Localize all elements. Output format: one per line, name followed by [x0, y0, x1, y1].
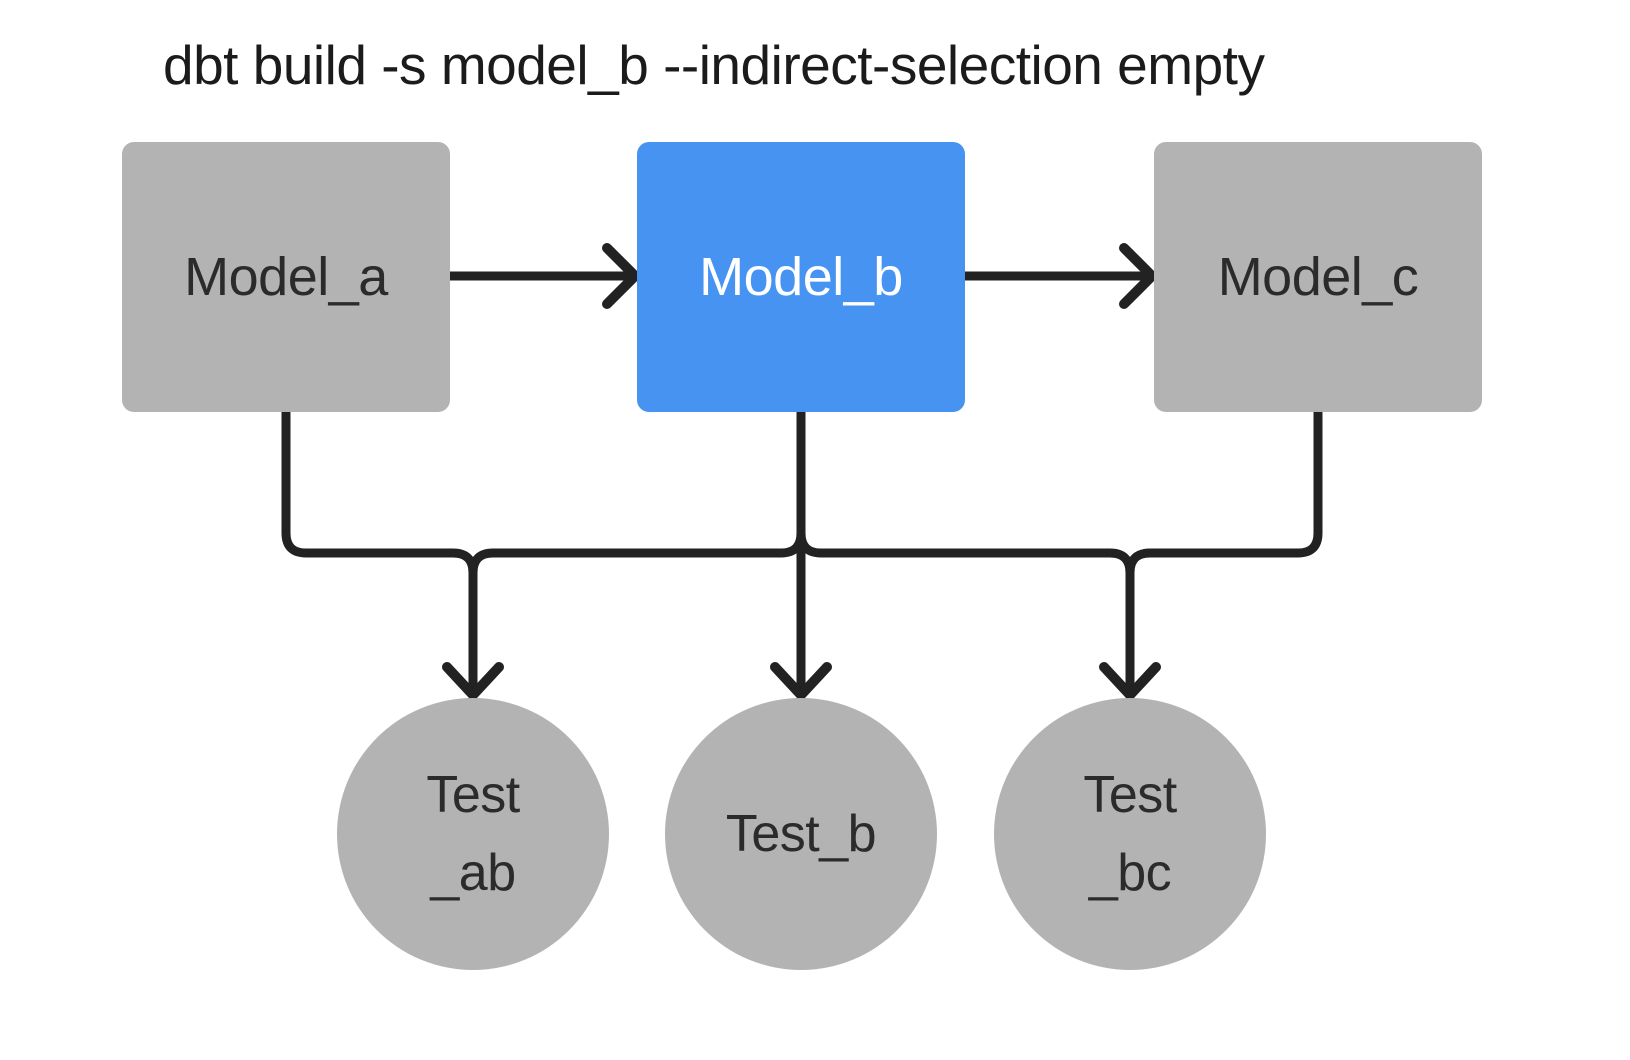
edge-model-b-to-test-ab: [468, 407, 806, 697]
arrowhead-right-icon: [602, 243, 640, 309]
model-node-b-selected: Model_b: [637, 142, 965, 412]
test-ab-label-line1: Test: [426, 766, 520, 824]
edge-model-a-to-model-b: [445, 243, 640, 309]
test-node-ab: Test _ab: [337, 698, 609, 970]
model-a-label: Model_a: [184, 247, 388, 307]
model-node-a: Model_a: [122, 142, 450, 412]
model-c-label: Model_c: [1217, 247, 1419, 307]
test-b-label: Test_b: [725, 805, 877, 863]
edge-model-b-to-model-c: [960, 243, 1157, 309]
arrowhead-right-icon: [1119, 243, 1157, 309]
model-node-c: Model_c: [1154, 142, 1482, 412]
edge-model-a-to-test-ab: [281, 407, 478, 697]
edge-model-c-to-test-bc: [1125, 407, 1323, 697]
test-bc-label-line1: Test: [1083, 766, 1177, 824]
edge-model-b-to-test-bc: [796, 407, 1135, 697]
arrowhead-down-icon: [442, 662, 504, 700]
test-bc-label-line2: _bc: [1088, 844, 1172, 902]
arrowhead-down-icon: [1099, 662, 1161, 700]
diagram-title: dbt build -s model_b --indirect-selectio…: [163, 34, 1265, 96]
model-b-label: Model_b: [699, 247, 903, 307]
test-node-bc: Test _bc: [994, 698, 1266, 970]
test-ab-label-line2: _ab: [430, 844, 516, 902]
test-node-b: Test_b: [665, 698, 937, 970]
arrowhead-down-icon: [770, 662, 832, 700]
